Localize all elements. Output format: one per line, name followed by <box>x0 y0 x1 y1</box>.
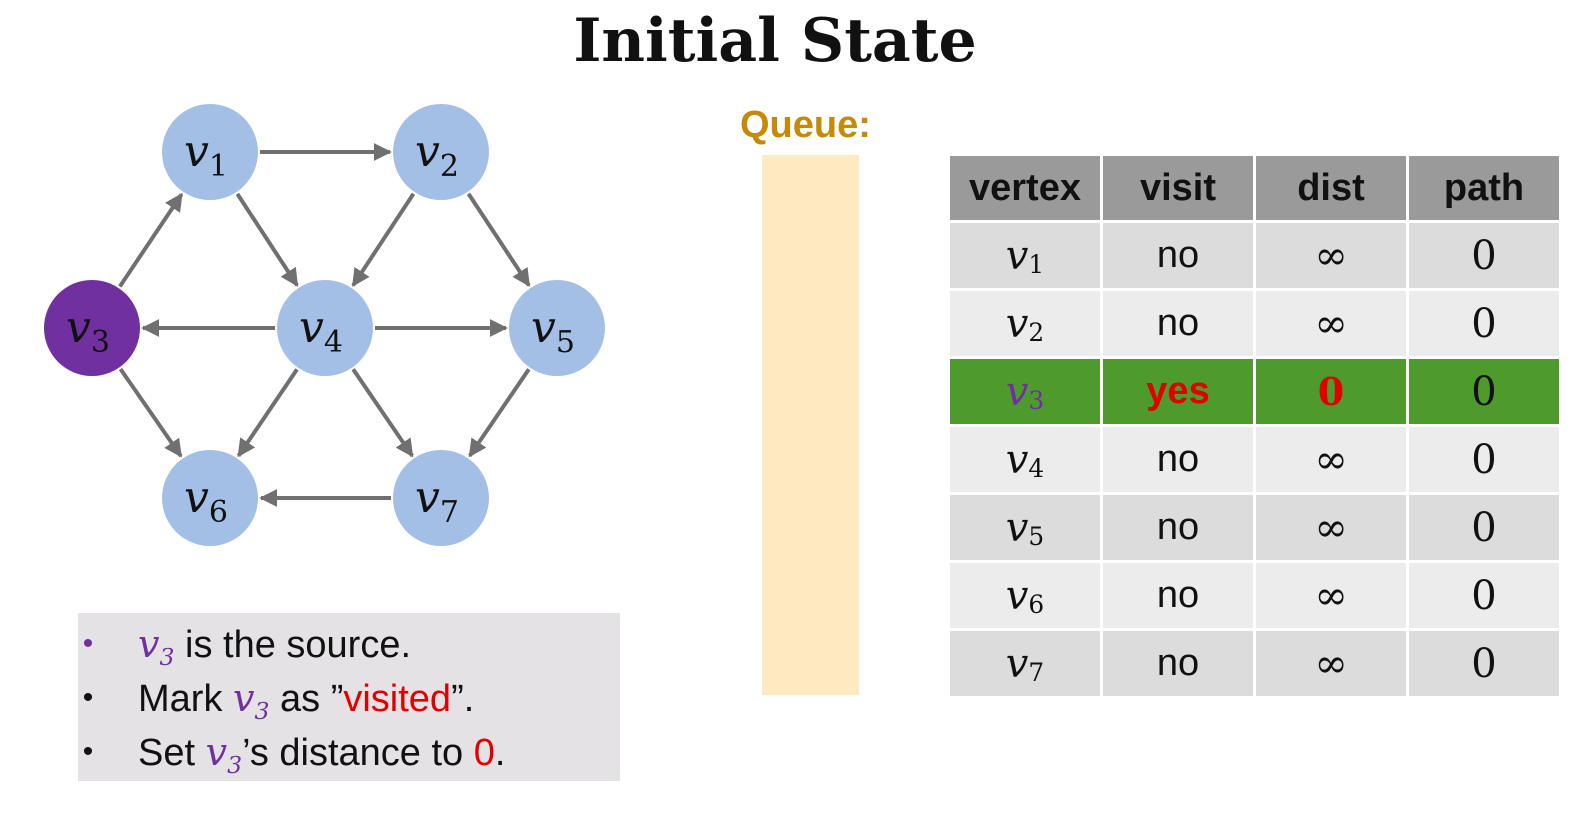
bullet: • <box>82 681 94 714</box>
cell-dist: ∞ <box>1256 427 1406 492</box>
vertex-v7: v7 <box>393 450 489 546</box>
edge-v1-v4 <box>235 192 299 287</box>
header-visit: visit <box>1103 156 1253 220</box>
vertex-label: v3 <box>66 302 110 360</box>
edge-v5-v7 <box>468 368 531 458</box>
cell-visit: no <box>1103 631 1253 696</box>
note-post: ”. <box>451 678 475 720</box>
vertex-circle <box>162 104 258 200</box>
header-vertex: vertex <box>950 156 1100 220</box>
cell-dist: ∞ <box>1256 495 1406 560</box>
cell-visit: no <box>1103 427 1253 492</box>
cell-path: 0 <box>1409 223 1559 288</box>
cell-dist: ∞ <box>1256 291 1406 356</box>
vertex-v1: v1 <box>162 104 258 200</box>
edge-v3-v1 <box>118 192 184 288</box>
note-var: v <box>205 730 228 774</box>
vertex-circle <box>277 280 373 376</box>
cell-dist: ∞ <box>1256 223 1406 288</box>
note-pre: Mark <box>138 678 233 720</box>
note-highlight: visited <box>343 678 452 720</box>
cell-visit: no <box>1103 563 1253 628</box>
note-var: v <box>233 676 255 720</box>
graph-diagram: v1 v2 v3 v4 v5 v6 v7 <box>44 104 605 546</box>
cell-dist: ∞ <box>1256 563 1406 628</box>
cell-path: 0 <box>1409 495 1559 560</box>
note-text: v3 is the source. <box>138 619 411 674</box>
page-title: Initial State <box>573 6 977 76</box>
edge-v2-v4 <box>351 192 416 287</box>
vertex-circle <box>162 450 258 546</box>
cell-dist: ∞ <box>1256 631 1406 696</box>
note-rest: is the source. <box>174 624 412 666</box>
note-pre: Set <box>138 732 206 774</box>
vertex-v4: v4 <box>277 280 373 376</box>
cell-visit: no <box>1103 495 1253 560</box>
vertex-v6: v6 <box>162 450 258 546</box>
bullet: • <box>82 735 94 768</box>
notes-box: • v3 is the source. • Mark v3 as ”visite… <box>78 613 620 781</box>
cell-path: 0 <box>1409 291 1559 356</box>
note-var-sub: 3 <box>159 643 175 672</box>
vertex-circle <box>44 280 140 376</box>
note-var: v <box>138 622 160 666</box>
cell-path: 0 <box>1409 359 1559 424</box>
note-var-sub: 3 <box>254 697 270 726</box>
vertex-label: v4 <box>299 302 343 360</box>
vertex-label: v2 <box>415 126 459 184</box>
vertex-circle <box>393 104 489 200</box>
header-path: path <box>1409 156 1559 220</box>
edge-v4-v6 <box>236 368 299 458</box>
cell-visit: yes <box>1103 359 1253 424</box>
vertex-label: v5 <box>531 302 575 360</box>
note-text: Mark v3 as ”visited”. <box>138 673 474 728</box>
vertex-v2: v2 <box>393 104 489 200</box>
note-mid: ’s distance to <box>242 732 474 774</box>
vertex-v3: v3 <box>44 280 140 376</box>
vertex-label: v6 <box>184 472 228 530</box>
edge-v2-v5 <box>466 192 531 287</box>
note-post: . <box>494 732 506 774</box>
cell-path: 0 <box>1409 563 1559 628</box>
queue-box <box>762 155 859 695</box>
note-highlight: 0 <box>473 732 495 774</box>
note-mid: as ” <box>269 678 344 720</box>
cell-visit: no <box>1103 291 1253 356</box>
cell-path: 0 <box>1409 427 1559 492</box>
note-var-sub: 3 <box>227 751 243 780</box>
edge-v4-v7 <box>351 368 414 458</box>
cell-dist: 0 <box>1256 359 1406 424</box>
vertex-circle <box>393 450 489 546</box>
bullet: • <box>82 627 94 660</box>
vertex-label: v1 <box>184 126 228 184</box>
cell-visit: no <box>1103 223 1253 288</box>
header-dist: dist <box>1256 156 1406 220</box>
vertex-v5: v5 <box>509 280 605 376</box>
note-text: Set v3’s distance to 0. <box>138 727 505 782</box>
queue-label: Queue: <box>740 104 871 146</box>
cell-path: 0 <box>1409 631 1559 696</box>
vertex-label: v7 <box>415 472 459 530</box>
vertex-circle <box>509 280 605 376</box>
edge-v3-v6 <box>118 367 183 458</box>
